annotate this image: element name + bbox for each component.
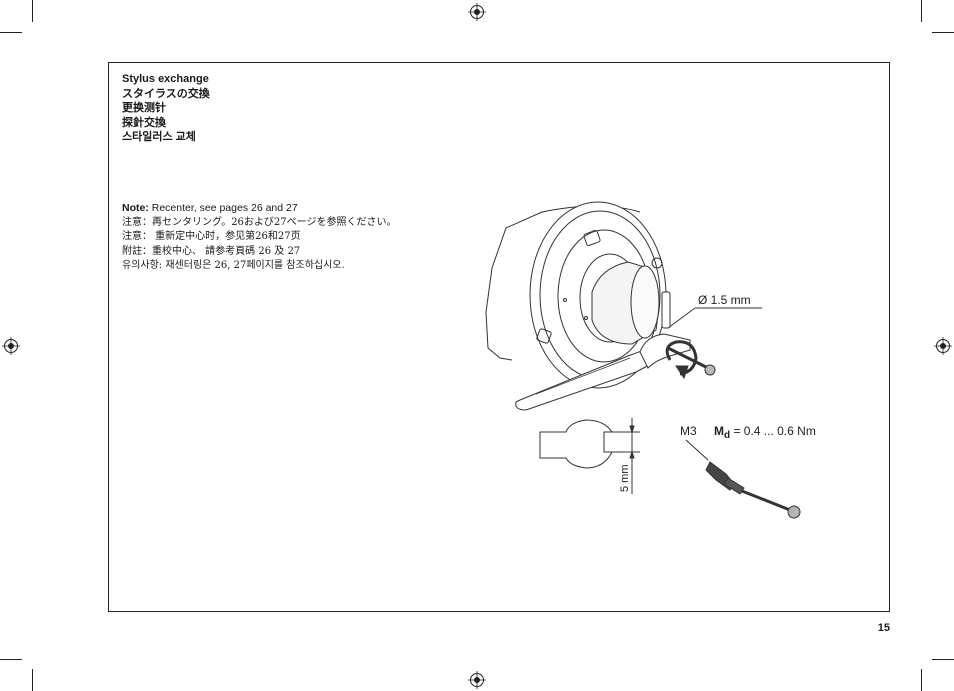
crop-mark bbox=[32, 669, 33, 691]
registration-mark-icon bbox=[468, 3, 486, 21]
registration-mark-icon bbox=[2, 337, 20, 355]
wrench-size-label: 5 mm bbox=[619, 465, 631, 493]
page-number: 15 bbox=[877, 622, 890, 634]
crop-mark bbox=[0, 32, 22, 33]
crop-mark bbox=[921, 0, 922, 22]
title-zh-cn: 更换测针 bbox=[122, 102, 166, 114]
crop-mark bbox=[932, 32, 954, 33]
crop-mark bbox=[0, 659, 22, 660]
registration-mark-icon bbox=[468, 671, 486, 689]
thread-label: M3 bbox=[680, 424, 697, 438]
note-text: Recenter, see pages 26 and 27 bbox=[148, 202, 298, 214]
torque-subscript: d bbox=[724, 430, 730, 441]
note-zh-cn: 注意： 重新定中心时，参见第26和27页 bbox=[122, 231, 301, 242]
title-ko: 스타일러스 교체 bbox=[122, 131, 196, 143]
note-zh-tw: 附註：重校中心、 請参考頁碼 26 及 27 bbox=[122, 245, 301, 257]
diameter-label: Ø 1.5 mm bbox=[698, 293, 751, 307]
crop-mark bbox=[921, 669, 922, 691]
note-block: Note: Recenter, see pages 26 and 27 注意：再… bbox=[122, 201, 396, 274]
content-frame bbox=[108, 62, 890, 612]
note-label: Note: bbox=[122, 202, 149, 214]
title-en: Stylus exchange bbox=[122, 73, 209, 85]
section-titles: Stylus exchange スタイラスの交換 更换测针 探針交換 스타일러스… bbox=[122, 72, 210, 145]
registration-mark-icon bbox=[934, 337, 952, 355]
crop-mark bbox=[32, 0, 33, 22]
torque-label: Md = 0.4 ... 0.6 Nm bbox=[714, 424, 816, 441]
note-en: Note: Recenter, see pages 26 and 27 bbox=[122, 201, 396, 216]
torque-symbol: M bbox=[714, 424, 724, 438]
note-ja: 注意：再センタリング。26および27ページを参照ください。 bbox=[122, 216, 397, 228]
torque-value: = 0.4 ... 0.6 Nm bbox=[730, 424, 816, 438]
note-ko: 유의사항: 재센터링은 26, 27페이지를 참조하십시오. bbox=[122, 260, 345, 271]
title-ja: スタイラスの交換 bbox=[122, 87, 210, 100]
title-zh-tw: 探針交換 bbox=[122, 116, 166, 129]
crop-mark bbox=[932, 659, 954, 660]
